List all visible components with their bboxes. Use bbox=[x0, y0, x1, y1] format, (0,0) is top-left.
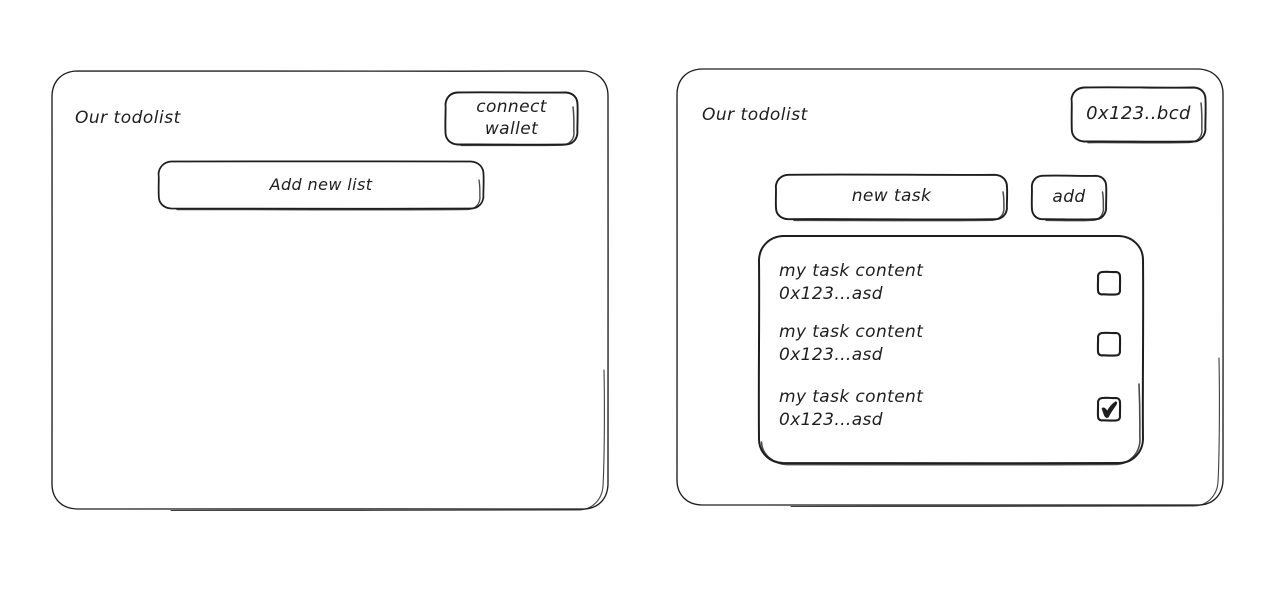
checkbox-checked-icon bbox=[1096, 396, 1122, 422]
add-new-list-label: Add new list bbox=[269, 175, 373, 194]
task-list-item[interactable]: my task content 0x123...asd bbox=[779, 315, 1129, 373]
connect-wallet-label-line1: connect bbox=[476, 97, 547, 118]
task-checkbox-checked[interactable] bbox=[1096, 396, 1122, 422]
task-checkbox-unchecked[interactable] bbox=[1096, 331, 1122, 357]
panel-disconnected-state: Our todolist connect wallet Add new list bbox=[51, 70, 609, 512]
wallet-address-button[interactable]: 0x123..bcd bbox=[1070, 86, 1207, 144]
task-list-card: my task content 0x123...asd my task cont… bbox=[757, 234, 1145, 466]
connect-wallet-label-line2: wallet bbox=[484, 118, 539, 139]
wallet-address-label: 0x123..bcd bbox=[1086, 103, 1191, 125]
connect-wallet-label: connect wallet bbox=[444, 91, 579, 146]
task-text: my task content 0x123...asd bbox=[779, 387, 923, 431]
task-list-item[interactable]: my task content 0x123...asd bbox=[779, 254, 1129, 312]
task-text: my task content 0x123...asd bbox=[779, 322, 923, 366]
add-task-button[interactable]: add bbox=[1030, 174, 1108, 222]
task-owner-address: 0x123...asd bbox=[779, 283, 884, 304]
task-list: my task content 0x123...asd my task cont… bbox=[757, 234, 1145, 465]
page-title: Our todolist bbox=[75, 108, 181, 128]
new-task-input[interactable]: new task bbox=[774, 173, 1009, 222]
task-content: my task content bbox=[779, 322, 924, 343]
new-task-input-value: new task bbox=[851, 186, 932, 207]
task-content: my task content bbox=[779, 387, 924, 408]
task-list-item[interactable]: my task content 0x123...asd bbox=[779, 380, 1129, 438]
task-text: my task content 0x123...asd bbox=[779, 261, 923, 305]
task-owner-address: 0x123...asd bbox=[779, 409, 884, 430]
page-title: Our todolist bbox=[702, 105, 808, 125]
add-task-label: add bbox=[1052, 186, 1086, 207]
panel-connected-state: Our todolist 0x123..bcd new task add bbox=[676, 68, 1224, 508]
task-checkbox-unchecked[interactable] bbox=[1096, 270, 1122, 296]
add-new-list-button[interactable]: Add new list bbox=[157, 160, 485, 211]
checkbox-icon bbox=[1096, 270, 1122, 296]
task-content: my task content bbox=[779, 261, 924, 282]
connect-wallet-button[interactable]: connect wallet bbox=[444, 91, 579, 147]
checkbox-icon bbox=[1096, 331, 1122, 357]
task-owner-address: 0x123...asd bbox=[779, 344, 884, 365]
